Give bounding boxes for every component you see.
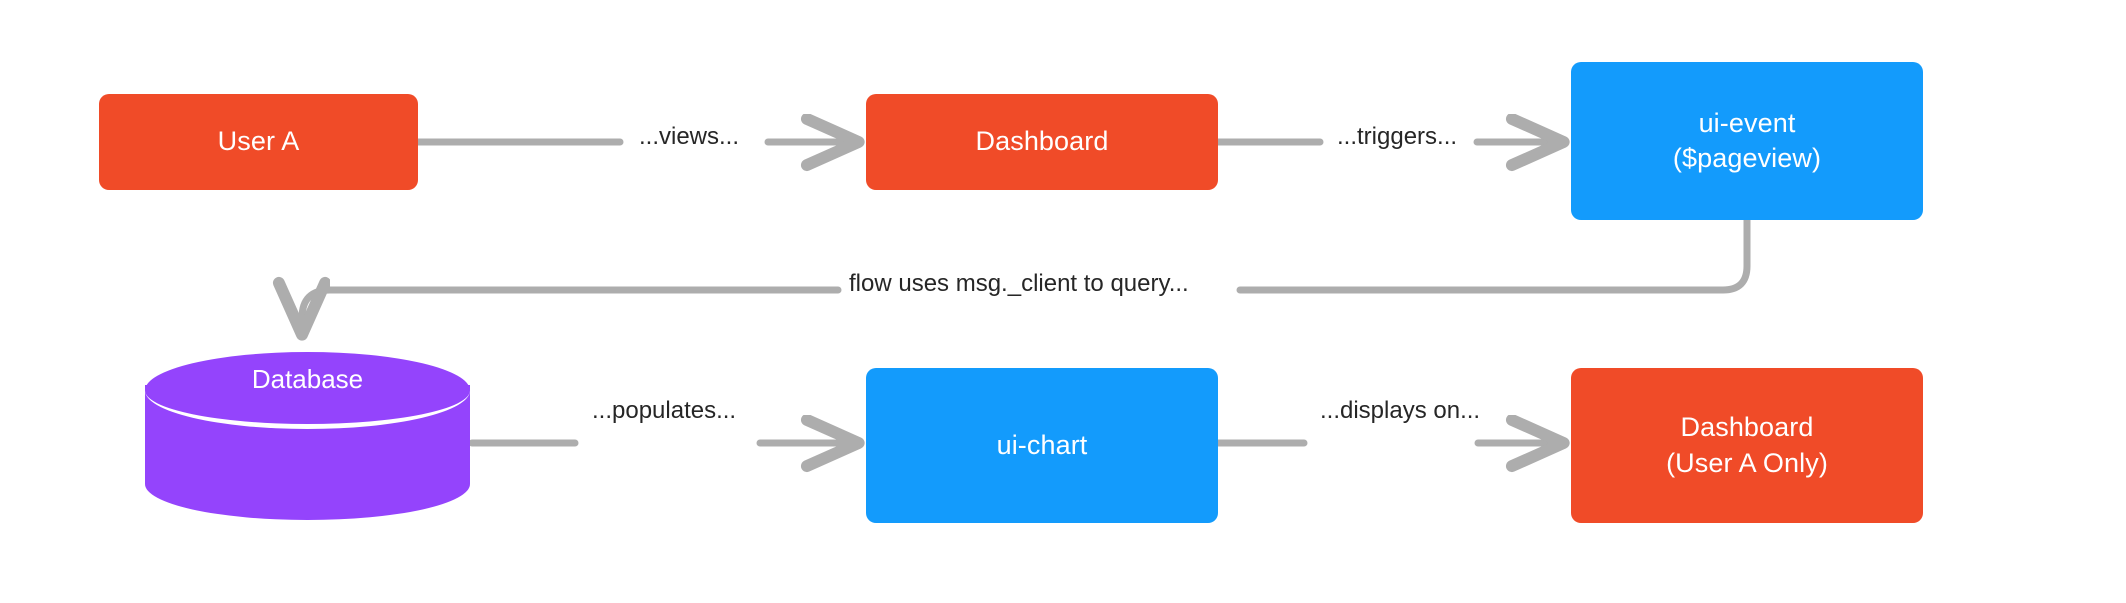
database-cylinder-top [145, 352, 470, 429]
node-user-a[interactable]: User A [99, 94, 418, 190]
node-ui-event-text: ui-event ($pageview) [1673, 106, 1821, 176]
node-dashboard-user-a-only-text: Dashboard (User A Only) [1666, 410, 1828, 480]
node-ui-event-label-line2: ($pageview) [1672, 143, 1822, 173]
node-ui-event[interactable]: ui-event ($pageview) [1571, 62, 1923, 220]
node-dashboard-label: Dashboard [975, 126, 1109, 157]
edge-label-populates: ...populates... [588, 397, 741, 425]
edge-label-displays-on: ...displays on... [1316, 397, 1485, 425]
node-dashboard[interactable]: Dashboard [866, 94, 1218, 190]
node-dashboard-user-a-only[interactable]: Dashboard (User A Only) [1571, 368, 1923, 523]
node-user-a-label: User A [217, 126, 300, 157]
node-dashboard-user-a-only-line2: (User A Only) [1666, 447, 1828, 478]
edge-label-triggers: ...triggers... [1333, 123, 1462, 151]
edge-ui-event-to-database-right [1236, 216, 1751, 294]
node-database-label: Database [251, 364, 364, 394]
node-dashboard-user-a-only-line1: Dashboard [1680, 412, 1814, 443]
edge-ui-event-to-database-left [302, 290, 842, 334]
node-ui-chart[interactable]: ui-chart [866, 368, 1218, 523]
node-ui-chart-label: ui-chart [996, 429, 1088, 460]
node-database[interactable]: Database [145, 352, 470, 520]
edge-label-views: ...views... [635, 123, 744, 151]
node-ui-event-label-line1: ui-event [1698, 107, 1796, 138]
edge-label-flow-uses-client-to-query: flow uses msg._client to query... [845, 270, 1193, 298]
